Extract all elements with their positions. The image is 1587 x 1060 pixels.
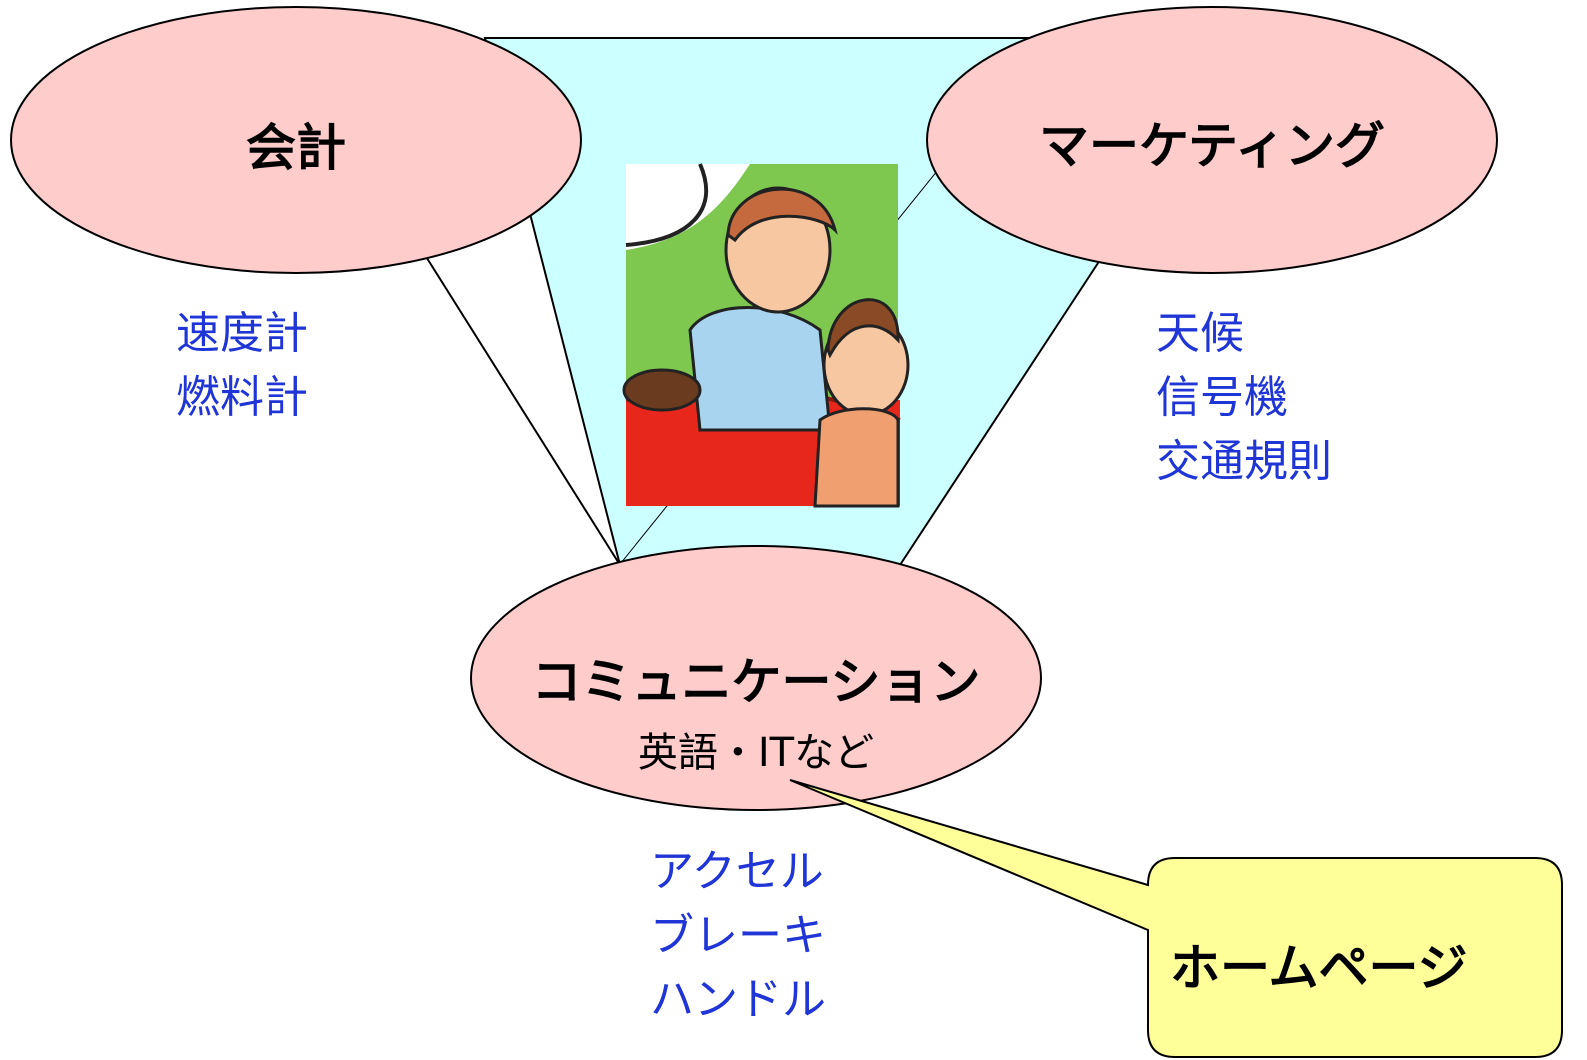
communication-items: アクセル ブレーキ ハンドル bbox=[650, 840, 826, 1032]
marketing-ellipse bbox=[926, 6, 1498, 274]
communication-subtitle: 英語・ITなど bbox=[637, 730, 875, 776]
communication-ellipse bbox=[470, 545, 1042, 811]
list-item: ブレーキ bbox=[650, 910, 826, 961]
accounting-title: 会計 bbox=[246, 119, 346, 177]
marketing-title: マーケティング bbox=[1039, 117, 1385, 175]
list-item: 信号機 bbox=[1156, 372, 1288, 423]
homepage-callout bbox=[789, 779, 1563, 1058]
list-item: ハンドル bbox=[650, 974, 826, 1025]
list-item: 天候 bbox=[1156, 308, 1244, 359]
list-item: アクセル bbox=[650, 846, 824, 897]
accounting-items: 速度計 燃料計 bbox=[176, 302, 308, 430]
communication-title: コミュニケーション bbox=[531, 653, 981, 711]
homepage-callout-label: ホームページ bbox=[1170, 939, 1468, 997]
accounting-ellipse bbox=[10, 6, 582, 274]
list-item: 燃料計 bbox=[176, 372, 308, 423]
driver-and-passenger-car-illustration bbox=[622, 163, 910, 508]
list-item: 速度計 bbox=[176, 308, 308, 359]
marketing-items: 天候 信号機 交通規則 bbox=[1156, 302, 1332, 494]
list-item: 交通規則 bbox=[1156, 436, 1332, 487]
